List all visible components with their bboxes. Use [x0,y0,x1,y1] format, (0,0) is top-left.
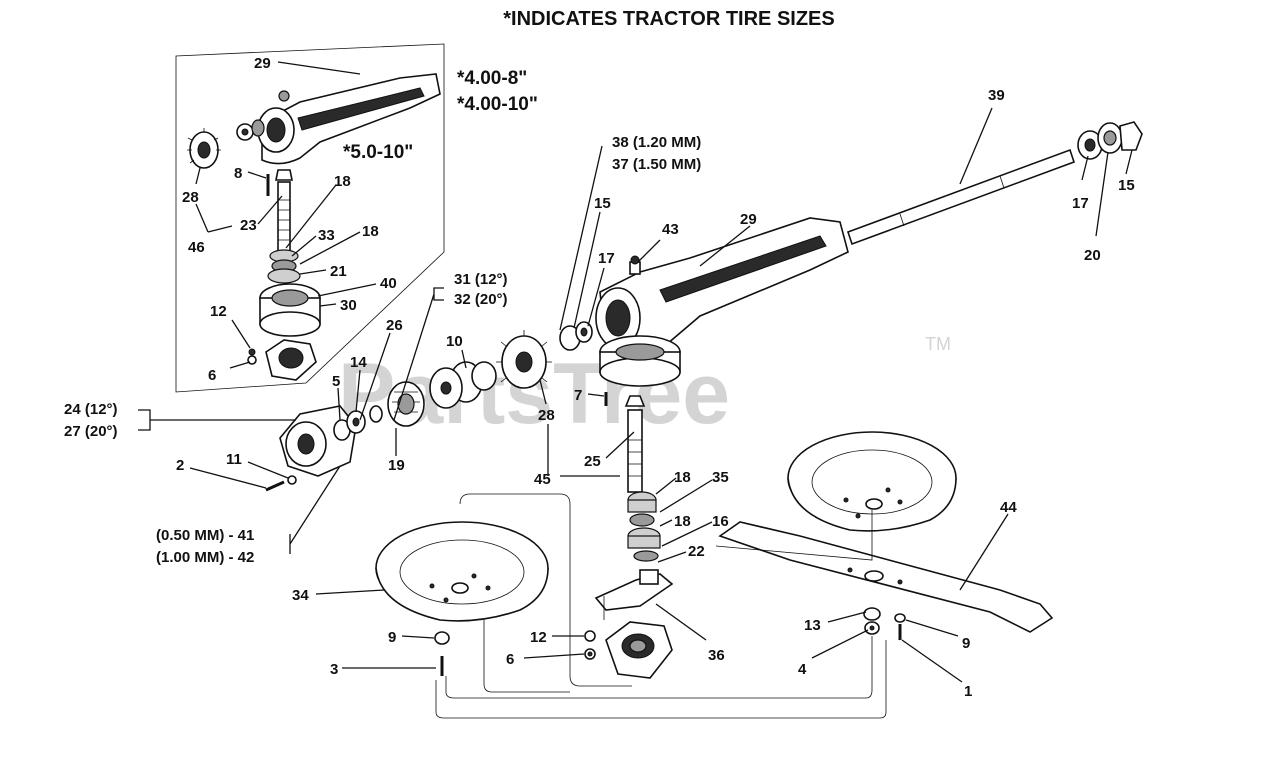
callout-40: 40 [380,275,397,292]
callout-7: 7 [574,387,582,404]
callout-29-inset: 29 [254,55,271,72]
callout-21: 21 [330,263,347,280]
leader-lines [138,61,1133,683]
callout-22: 22 [688,543,705,560]
inset-bevel-gear [187,128,221,169]
callout-4: 4 [798,661,807,678]
callout-19: 19 [388,457,405,474]
mounting-bracket [594,569,674,611]
callout-35: 35 [712,469,729,486]
callout-25: 25 [584,453,601,470]
inset-seal-parts [236,119,265,141]
callout-1: 1 [964,683,972,700]
tire-size-4-00-8: *4.00-8" [457,68,527,89]
drive-shaft [846,148,1076,246]
callout-15-shaft: 15 [1118,177,1135,194]
callout-10: 10 [446,333,463,350]
callout-36: 36 [708,647,725,664]
blade-hardware [863,607,906,640]
inset-output-shaft [275,169,293,253]
callout-18-inset-lower: 18 [362,223,379,240]
callout-15-main: 15 [594,195,611,212]
seal-washers [333,405,383,441]
bearing-31-32 [387,381,425,427]
inset-lower-housing [259,283,321,337]
callout-9-left: 9 [388,629,396,646]
callout-37: 37 (1.50 MM) [612,156,701,173]
callout-39: 39 [988,87,1005,104]
callout-46: 46 [188,239,205,256]
diagram-title: *INDICATES TRACTOR TIRE SIZES [503,8,835,30]
callout-8: 8 [234,165,242,182]
callout-24: 24 (12°) [64,401,118,418]
breather-plug [629,255,641,275]
tire-size-4-00-10: *4.00-10" [457,94,538,115]
callout-34: 34 [292,587,309,604]
callout-23: 23 [240,217,257,234]
callout-42: (1.00 MM) - 42 [156,549,254,566]
callout-9-right: 9 [962,635,970,652]
callout-33: 33 [318,227,335,244]
callout-28-inset: 28 [182,189,199,206]
callout-17-main: 17 [598,250,615,267]
mower-blade [718,521,1054,633]
callout-17-shaft: 17 [1072,195,1089,212]
left-hardware [434,631,450,676]
callout-18-inset-upper: 18 [334,173,351,190]
inset-bearing-housing [247,339,317,381]
shims-and-spacer [429,361,497,409]
callout-3: 3 [330,661,338,678]
nuts-washers-center [584,630,596,660]
callout-29-main: 29 [740,211,757,228]
main-bevel-gear [496,330,552,389]
callout-labels: 29 8 18 28 23 33 18 46 21 40 30 12 6 26 … [64,55,1135,700]
assembly-lines [435,493,887,719]
lower-bearing-housing [605,621,673,679]
callout-28-main: 28 [538,407,555,424]
callout-27: 27 (20°) [64,423,118,440]
drive-shaft-end-parts [1077,121,1143,160]
callout-2: 2 [176,457,184,474]
callout-31: 31 (12°) [454,271,508,288]
tire-size-5-0-10: *5.0-10" [343,142,413,163]
callout-45: 45 [534,471,551,488]
callout-5: 5 [332,373,340,390]
callout-11: 11 [226,451,242,468]
callout-20: 20 [1084,247,1101,264]
input-cover [279,405,357,477]
callout-30: 30 [340,297,357,314]
cover-bolts [265,475,297,492]
callout-6-center: 6 [506,651,514,668]
output-shaft [604,392,646,493]
callout-38: 38 (1.20 MM) [612,134,701,151]
callout-41: (0.50 MM) - 41 [156,527,254,544]
callout-13: 13 [804,617,821,634]
callout-6-inset: 6 [208,367,216,384]
inset-gearbox-housing [257,73,441,165]
trademark-symbol: TM [925,334,951,354]
callout-14: 14 [350,354,367,371]
callout-18-shaft-upper: 18 [674,469,691,486]
callout-26: 26 [386,317,403,334]
callout-16: 16 [712,513,729,530]
callout-12-inset: 12 [210,303,227,320]
callout-32: 32 (20°) [454,291,508,308]
callout-44: 44 [1000,499,1017,516]
callout-18-shaft-lower: 18 [674,513,691,530]
callout-12-center: 12 [530,629,547,646]
inset-bearings [267,249,301,284]
callout-43: 43 [662,221,679,238]
pulley-dish-left [375,521,549,622]
output-bearings [627,491,661,562]
pulley-dish-right [787,431,957,532]
main-gearbox-housing [595,217,849,387]
inset-frame [175,43,445,393]
input-seals [559,321,593,351]
